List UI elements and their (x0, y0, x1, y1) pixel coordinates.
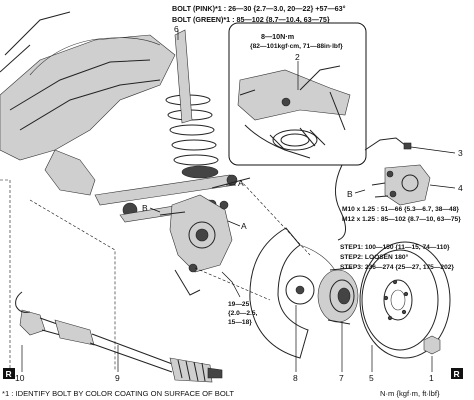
inset-torque-line1: 8—10N·m (261, 32, 294, 41)
hub-nut-step2: STEP2: LOOSEN 180° (340, 253, 409, 261)
callout-10: 10 (15, 373, 25, 383)
r-badge-left-text: R (6, 369, 12, 379)
r-badge-right: R (451, 368, 463, 379)
hub-bolt-spec-3: 15—18} (228, 319, 252, 326)
callout-4: 4 (458, 183, 463, 193)
callout-1: 1 (429, 373, 434, 383)
r-badge-right-text: R (454, 369, 460, 379)
inset-detail-box (228, 22, 367, 166)
callout-5: 5 (369, 373, 374, 383)
wheel-speed-sensor (335, 137, 412, 241)
callout-3: 3 (458, 148, 463, 158)
footer-bolt-note: *1 : IDENTIFY BOLT BY COLOR COATING ON S… (2, 389, 234, 398)
hub-bolt-spec-2: {2.0—2.5, (228, 310, 257, 317)
hub-nut-step3: STEP3: 236—274 {25—27, 175—202} (340, 264, 454, 271)
hub-bolt-spec-1: 19—25 (228, 301, 250, 308)
caliper-bolt-m12-spec: M12 x 1.25 : 85—102 {8.7—10, 63—75} (342, 216, 461, 223)
callout-9: 9 (115, 373, 120, 383)
hub-nut (423, 335, 441, 355)
ref-mark-b-caliper: B (347, 189, 353, 199)
drive-shaft (19, 309, 223, 383)
rear-subframe (0, 11, 176, 218)
upper-link (174, 29, 193, 124)
rear-knuckle (169, 194, 233, 296)
caliper-bolt-m10-spec: M10 x 1.25 : 51—66 {5.3—6.7, 38—48} (342, 206, 459, 213)
callout-2: 2 (295, 52, 300, 62)
brake-disc (359, 241, 451, 359)
ref-mark-b-knuckle: B (142, 203, 148, 213)
footer-units: N·m {kgf·m, ft·lbf} (380, 389, 440, 398)
knuckle-bolts (159, 177, 251, 216)
ref-mark-a-knuckle: A (238, 178, 244, 188)
coil-spring (165, 94, 219, 179)
hub-nut-step1: STEP1: 100—150 {11—15, 74—110} (340, 244, 450, 251)
bolt-pink-spec: BOLT (PINK)*1 : 26—30 {2.7—3.0, 20—22} +… (172, 4, 346, 13)
brake-caliper (371, 164, 431, 206)
wheel-hub (317, 267, 359, 325)
callout-6: 6 (174, 24, 179, 34)
r-badge-left: R (3, 368, 15, 379)
circlip (15, 291, 31, 313)
guide-lines (0, 179, 311, 370)
callout-7: 7 (339, 373, 344, 383)
inset-torque-line2: {82—101kgf·cm, 71—88in·lbf} (250, 43, 343, 50)
bolt-green-spec: BOLT (GREEN)*1 : 85—102 {8.7—10.4, 63—75… (172, 15, 330, 24)
ref-mark-a-lower: A (241, 221, 247, 231)
callout-8: 8 (293, 373, 298, 383)
